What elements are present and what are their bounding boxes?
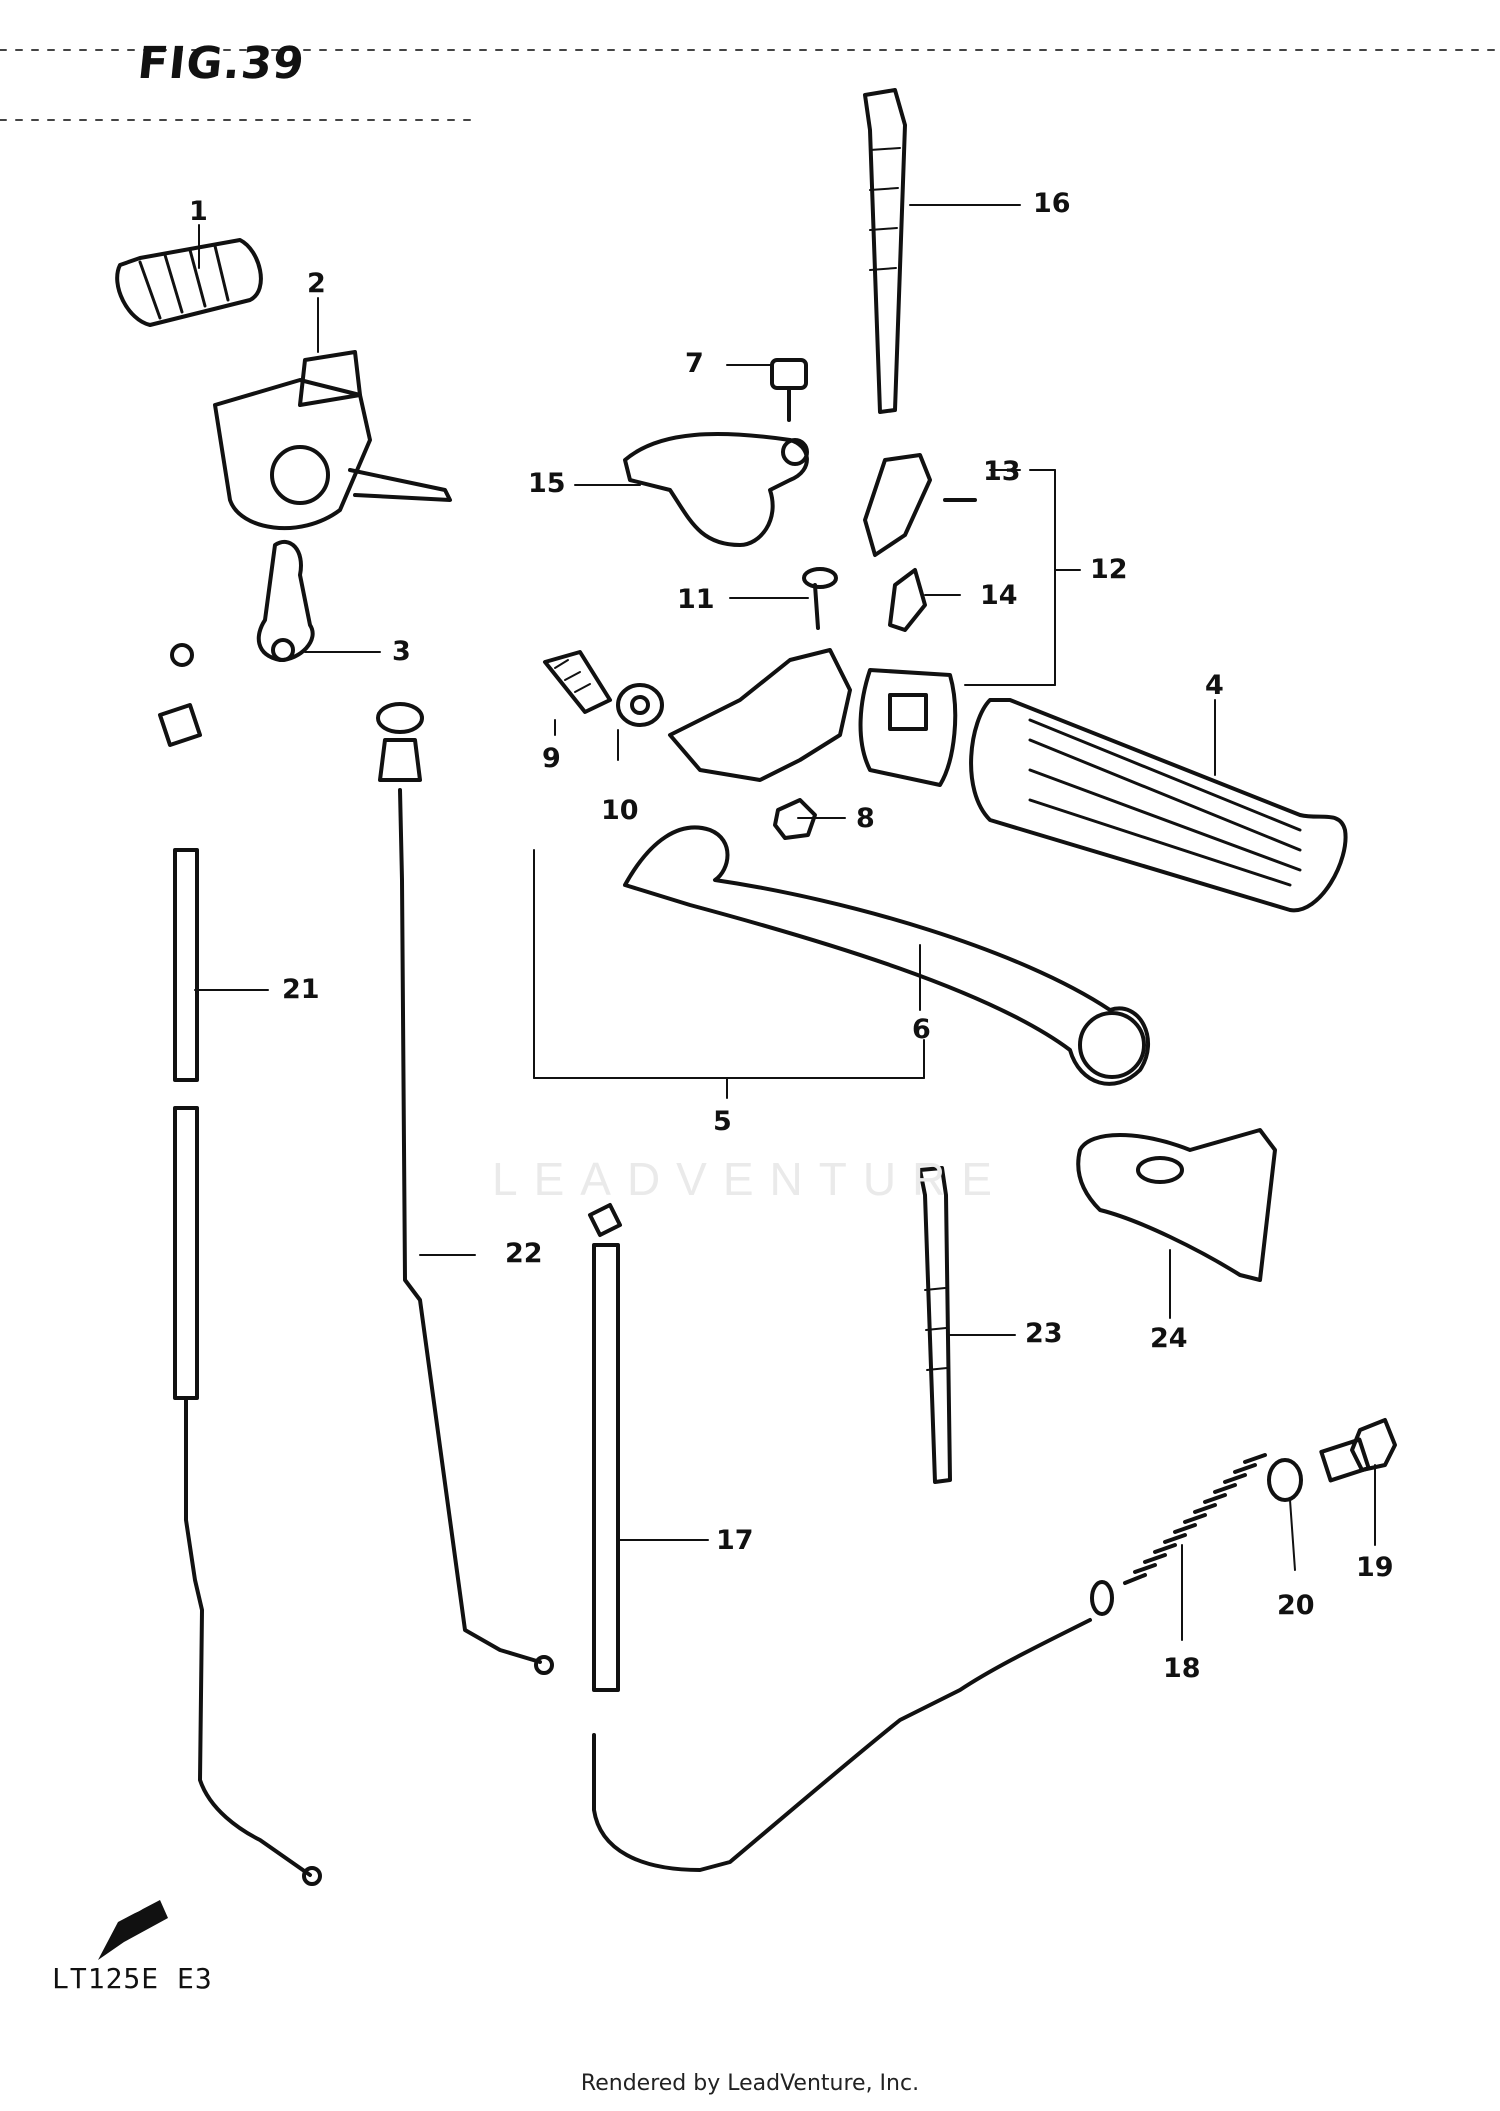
callout-4[interactable]: 4 <box>1205 670 1224 701</box>
assembly-bracket-part-5 <box>533 849 925 1099</box>
assembly-bracket-part-12 <box>964 469 1081 686</box>
switch-part-14 <box>888 568 927 632</box>
callout-14[interactable]: 14 <box>980 580 1018 611</box>
render-credit: Rendered by LeadVenture, Inc. <box>580 2071 920 2096</box>
throttle-lever-part-3 <box>256 539 315 662</box>
spring-part-18 <box>1090 1453 1267 1616</box>
callout-9[interactable]: 9 <box>542 743 561 774</box>
callout-20[interactable]: 20 <box>1277 1590 1315 1621</box>
callout-21[interactable]: 21 <box>282 974 320 1005</box>
lever-holder <box>668 648 852 782</box>
throttle-grip-part-1 <box>115 238 263 327</box>
callout-8[interactable]: 8 <box>856 803 875 834</box>
callout-2[interactable]: 2 <box>307 268 326 299</box>
callout-6[interactable]: 6 <box>912 1014 931 1045</box>
screw-part-11 <box>802 567 838 630</box>
callout-16[interactable]: 16 <box>1033 188 1071 219</box>
choke-cable-part-22 <box>376 702 554 1675</box>
throttle-housing-part-2 <box>213 350 452 531</box>
callout-24[interactable]: 24 <box>1150 1323 1188 1354</box>
bolt-part-19 <box>1319 1418 1397 1483</box>
leader-lines <box>194 204 1376 1641</box>
callout-7[interactable]: 7 <box>685 348 704 379</box>
callout-1[interactable]: 1 <box>189 196 208 227</box>
left-grip-part-4 <box>969 698 1348 913</box>
callout-11[interactable]: 11 <box>677 584 715 615</box>
cable-tie-part-16 <box>863 88 907 414</box>
nut-part-8 <box>773 798 817 840</box>
callout-23[interactable]: 23 <box>1025 1318 1063 1349</box>
adjuster-part-9 <box>543 650 612 714</box>
bracket-part-15 <box>623 432 809 547</box>
callout-17[interactable]: 17 <box>716 1525 754 1556</box>
figure-title: FIG.39 <box>135 38 308 89</box>
callout-5[interactable]: 5 <box>713 1106 732 1137</box>
callout-10[interactable]: 10 <box>601 795 639 826</box>
nut-part-10 <box>616 683 664 727</box>
forward-arrow-icon <box>98 1900 168 1960</box>
switch-housing-part-12 <box>858 668 958 787</box>
switch-part-13 <box>863 453 977 557</box>
callout-3[interactable]: 3 <box>392 636 411 667</box>
callout-22[interactable]: 22 <box>505 1238 543 1269</box>
header-scan-noise <box>0 49 1500 121</box>
throttle-cable-part-21 <box>158 643 322 1886</box>
bolt-part-7 <box>770 358 808 422</box>
model-code: LT125E E3 <box>52 1962 213 1995</box>
callout-15[interactable]: 15 <box>528 468 566 499</box>
cable-tie-part-23 <box>918 1166 952 1484</box>
watermark: LEADVENTURE <box>492 1153 1008 1205</box>
cable-part-17 <box>588 1203 1092 1872</box>
callout-19[interactable]: 19 <box>1356 1552 1394 1583</box>
brake-lever-part-6 <box>623 825 1151 1086</box>
guard-part-24 <box>1076 1128 1277 1282</box>
collar-part-20 <box>1267 1458 1303 1502</box>
callout-18[interactable]: 18 <box>1163 1653 1201 1684</box>
callout-13[interactable]: 13 <box>983 456 1021 487</box>
callout-12[interactable]: 12 <box>1090 554 1128 585</box>
